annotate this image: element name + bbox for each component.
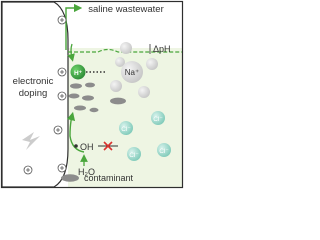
flow-arrow-top [65,3,83,50]
contaminant-label: contaminant [84,173,134,183]
lightning-icon [22,132,40,150]
cross-icon [103,141,113,151]
chloride-ion-1 [151,111,165,125]
contaminant-legend-icon [61,174,79,182]
saline-label: saline wastewater [88,4,164,15]
chloride-label-4: Cl⁻ [159,148,169,155]
radical-dot [74,144,78,148]
sodium-ion [121,61,143,83]
doping-label: doping [19,88,48,99]
chloride-ion-3 [127,147,141,161]
chloride-ion-2 [119,121,133,135]
contaminant-free [110,97,126,105]
electrode-charges [23,15,67,175]
top-solution-band [68,2,182,48]
chloride-label-2: Cl⁻ [121,126,131,133]
ph-boundary-line [68,48,182,53]
chloride-ion-4 [157,143,171,157]
chloride-label-1: Cl⁻ [153,116,163,123]
electrode-body [1,1,69,188]
water-label: H₂O [78,167,95,177]
chloride-label-3: Cl⁻ [129,152,139,159]
hydrated-sodium [110,42,158,98]
oh-label: OH [80,142,94,152]
proton-ion [70,64,86,80]
flow-arrow-to-proton [67,43,75,62]
proton-label: H⁺ [74,70,83,77]
contaminant-cluster [68,82,99,113]
frame [0,0,184,189]
sodium-label: Na⁺ [125,68,139,77]
delta-ph-label: ΔpH [153,44,171,54]
flow-arrow-oh-to-contaminant [66,111,85,153]
diagram-canvas: saline wastewater electronic doping ΔpH … [0,0,184,189]
electronic-label: electronic [13,76,54,87]
